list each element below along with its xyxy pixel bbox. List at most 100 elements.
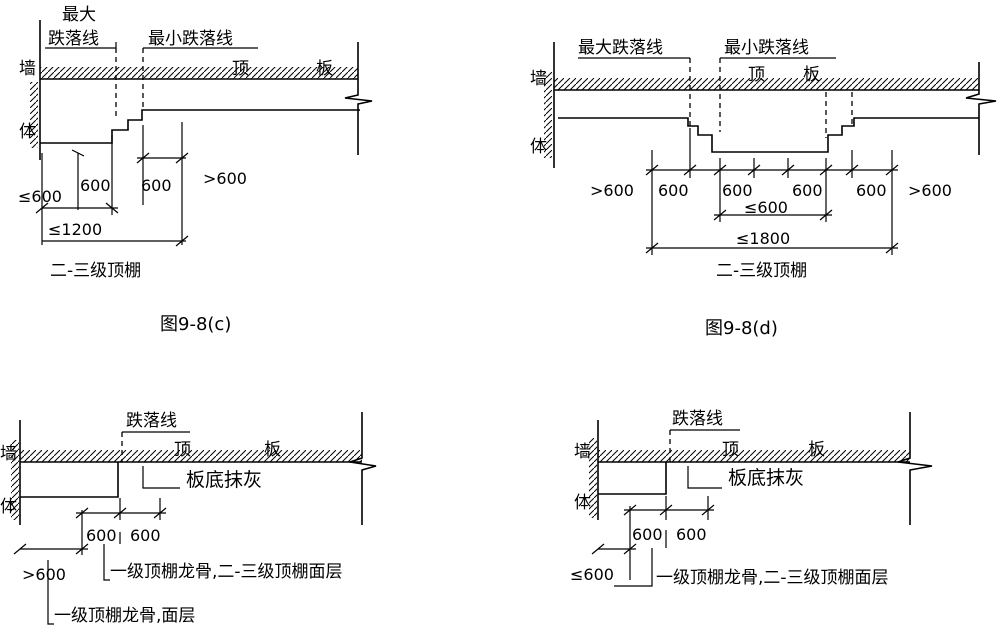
slab-label-left: 顶 — [174, 440, 191, 460]
tick — [175, 152, 189, 164]
tick — [885, 164, 899, 176]
dim-600-b: 600 — [676, 525, 707, 544]
slab-label-right: 板 — [803, 65, 820, 85]
note-lower-leader — [47, 560, 54, 625]
ceiling-profile — [558, 117, 979, 153]
caption-d: 图9-8(d) — [705, 318, 778, 339]
tick — [175, 235, 189, 247]
max-drop-label-2: 跌落线 — [48, 29, 99, 49]
wall-hatch — [30, 82, 38, 148]
ceiling-profile — [598, 462, 667, 495]
diagram-d: 最大跌落线 最小跌落线 墙 体 顶 板 >600 600 600 600 600… — [530, 38, 997, 339]
tick — [645, 164, 659, 176]
tick — [591, 543, 605, 555]
tick — [713, 164, 727, 176]
min-drop-label: 最小跌落线 — [724, 38, 809, 58]
note-c: 二-三级顶棚 — [50, 261, 141, 281]
tick — [75, 507, 89, 519]
dim-le1800: ≤1800 — [736, 229, 790, 248]
tick — [71, 149, 85, 157]
wall-label-bottom: 体 — [574, 493, 591, 513]
wall-label-top: 墙 — [19, 59, 36, 79]
slab-label-left: 顶 — [722, 440, 739, 460]
slab-hatch — [40, 67, 358, 79]
note-upper: 一级顶棚龙骨,二-三级顶棚面层 — [110, 562, 343, 582]
max-drop-label-1: 最大 — [62, 5, 96, 25]
max-drop-label: 最大跌落线 — [578, 38, 663, 58]
tick — [747, 164, 761, 176]
drop-line-label: 跌落线 — [126, 411, 177, 431]
ceiling-profile — [20, 462, 119, 498]
plaster-label: 板底抹灰 — [728, 467, 804, 489]
tick — [645, 242, 659, 254]
note-lower: 一级顶棚龙骨,面层 — [54, 606, 195, 626]
wall-label-top: 墙 — [574, 442, 591, 462]
break-line — [349, 412, 377, 525]
note-f: 一级顶棚龙骨,二-三级顶棚面层 — [656, 568, 889, 588]
tick — [105, 202, 119, 214]
dim-600-4: 600 — [856, 181, 887, 200]
slab-hatch — [598, 450, 910, 462]
slab-label-left: 顶 — [232, 59, 249, 79]
tick — [75, 543, 89, 555]
dim-600-a: 600 — [80, 176, 111, 195]
tick — [659, 504, 673, 516]
tick — [713, 209, 727, 221]
dim-gt600-right: >600 — [908, 181, 952, 200]
dim-le600: ≤600 — [18, 187, 62, 206]
dim-gt600: >600 — [22, 565, 66, 584]
dim-600-b: 600 — [141, 176, 172, 195]
break-line — [897, 412, 933, 525]
tick — [623, 504, 637, 516]
wall-label-bottom: 体 — [530, 137, 547, 157]
break-line — [344, 42, 373, 155]
ceiling-profile — [40, 109, 360, 144]
wall-label-bottom: 体 — [0, 497, 17, 517]
wall-label-top: 墙 — [0, 444, 17, 464]
tick — [13, 543, 27, 555]
dim-gt600-left: >600 — [590, 181, 634, 200]
plaster-leader — [142, 466, 180, 489]
wall-label-top: 墙 — [530, 69, 547, 89]
note-d: 二-三级顶棚 — [716, 261, 807, 281]
slab-label-right: 板 — [808, 440, 825, 460]
wall-hatch — [544, 72, 552, 158]
dim-600-2: 600 — [722, 181, 753, 200]
diagram-e: 跌落线 墙 体 顶 板 板底抹灰 600 600 >600 一级顶棚龙骨,二-三… — [0, 411, 377, 626]
diagram-f: 跌落线 墙 体 顶 板 板底抹灰 600 600 ≤600 一级顶棚龙骨,二-三… — [570, 409, 933, 588]
diagram-c: 最大 跌落线 最小跌落线 墙 体 顶 板 ≤600 600 600 >600 ≤… — [18, 5, 373, 335]
dim-600-a: 600 — [86, 526, 117, 545]
dim-le1200: ≤1200 — [48, 220, 102, 239]
dim-le600: ≤600 — [570, 565, 614, 584]
dim-gt600: >600 — [203, 169, 247, 188]
tick — [683, 164, 697, 176]
slab-hatch — [20, 450, 362, 462]
tick — [153, 507, 167, 519]
slab-label-left: 顶 — [748, 65, 765, 85]
tick — [623, 543, 637, 555]
tick — [885, 242, 899, 254]
dim-600-1: 600 — [658, 181, 689, 200]
wall-hatch — [11, 440, 19, 520]
plaster-leader — [687, 466, 722, 489]
tick — [845, 164, 859, 176]
plaster-label: 板底抹灰 — [186, 469, 262, 491]
dim-600-b: 600 — [130, 526, 161, 545]
slab-label-right: 板 — [264, 440, 281, 460]
slab-hatch — [554, 78, 979, 90]
tick — [819, 164, 833, 176]
wall-hatch — [589, 438, 597, 518]
dim-600-a: 600 — [632, 525, 663, 544]
caption-c: 图9-8(c) — [160, 314, 231, 335]
note-leader — [614, 530, 667, 587]
tick — [701, 504, 715, 516]
min-drop-label: 最小跌落线 — [148, 29, 233, 49]
wall-label-bottom: 体 — [19, 122, 36, 142]
dim-le600: ≤600 — [744, 198, 788, 217]
dim-600-3: 600 — [792, 181, 823, 200]
tick — [35, 202, 49, 214]
tick — [819, 209, 833, 221]
note-upper-leader — [103, 532, 121, 581]
break-line — [965, 62, 997, 155]
